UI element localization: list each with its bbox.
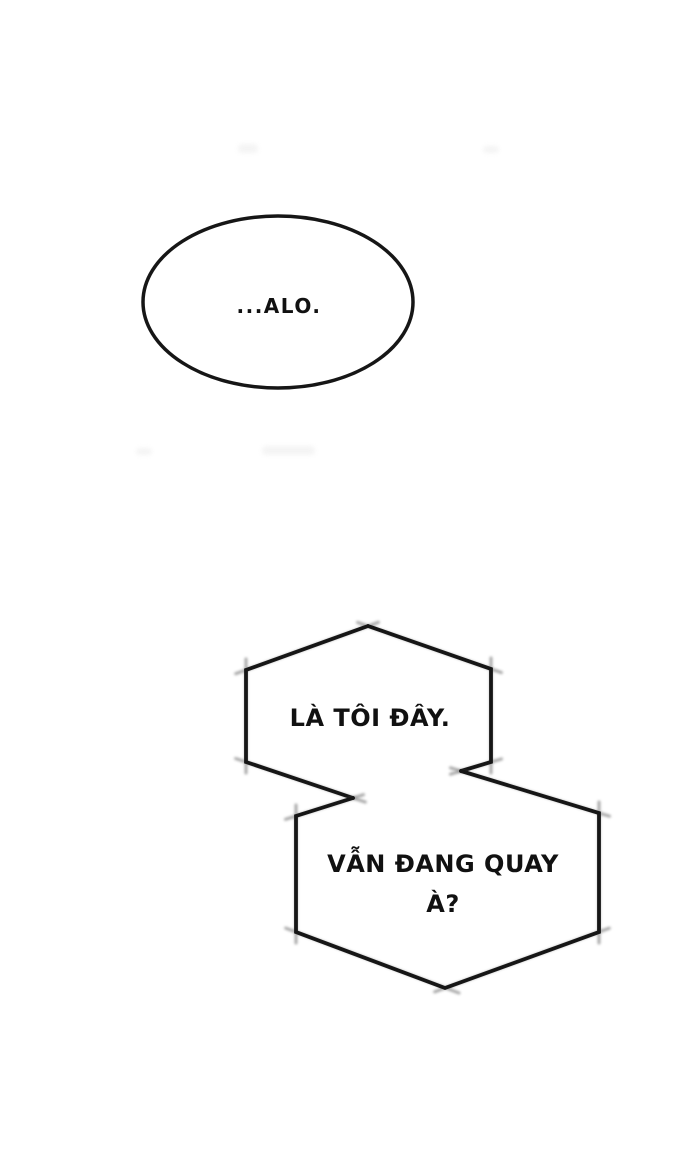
faint-smudge [483,146,499,153]
speech-text-alo: ...ALO. [236,294,322,318]
hexagon-speech-bubble-1-outline [234,620,503,804]
faint-smudge [238,144,258,153]
hexagon-speech-bubble-2-outline [284,766,611,995]
ellipse-speech-bubble-outline [141,214,415,390]
speech-text-van-dang-quay: VẪN ĐANG QUAY À? [327,844,559,924]
faint-smudge [262,446,315,455]
hexagon-1-edge-strokes [244,624,493,800]
speech-text-la-toi-day: LÀ TÔI ĐÂY. [289,704,451,732]
hexagon-2-edge-strokes [294,769,601,991]
faint-smudge [136,448,152,455]
ellipse-bubble-shape [141,214,415,390]
speech-text-line-2: À? [426,890,460,918]
speech-text-line-1: VẪN ĐANG QUAY [327,850,559,878]
